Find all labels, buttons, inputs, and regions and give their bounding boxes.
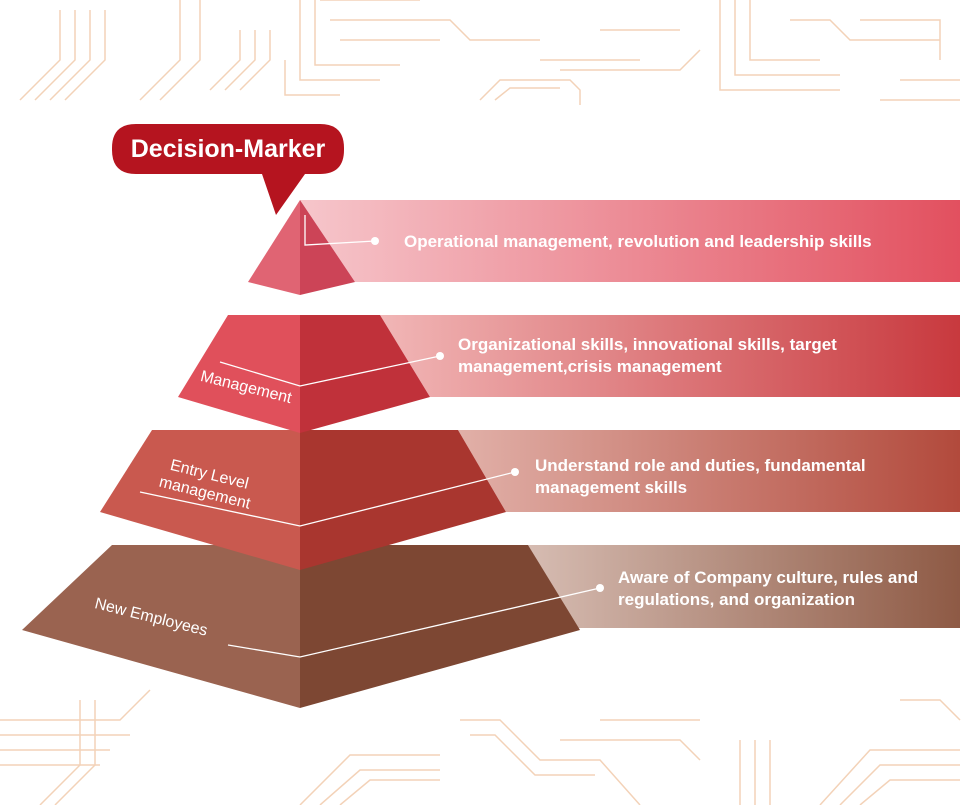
connector-dot-2	[436, 352, 444, 360]
callout-bubble	[112, 124, 344, 215]
tier4-strip	[528, 545, 960, 628]
tier4-side	[300, 545, 580, 708]
tier1-strip	[300, 200, 960, 282]
tier4-description: Aware of Company culture, rules and regu…	[618, 568, 919, 609]
tier3-front	[100, 430, 300, 570]
tier4-front	[22, 545, 300, 708]
tier2-description: Organizational skills, innovational skil…	[458, 335, 837, 376]
callout-label: Decision-Marker	[130, 135, 326, 163]
tier3-description: Understand role and duties, fundamental …	[535, 456, 866, 497]
tier1-description: Operational management, revolution and l…	[404, 232, 872, 251]
connector-dot-1	[371, 237, 379, 245]
tier2-side	[300, 315, 430, 433]
connector-dot-3	[511, 468, 519, 476]
tier2-front	[178, 315, 300, 433]
tier3-strip	[458, 430, 960, 512]
tier2-strip	[380, 315, 960, 397]
connector-dot-4	[596, 584, 604, 592]
tier1-front	[248, 200, 300, 295]
circuit-pattern-top	[19, 0, 960, 105]
tier1-side	[300, 200, 355, 295]
circuit-pattern-bottom	[0, 689, 961, 805]
connector-lines	[139, 215, 601, 658]
